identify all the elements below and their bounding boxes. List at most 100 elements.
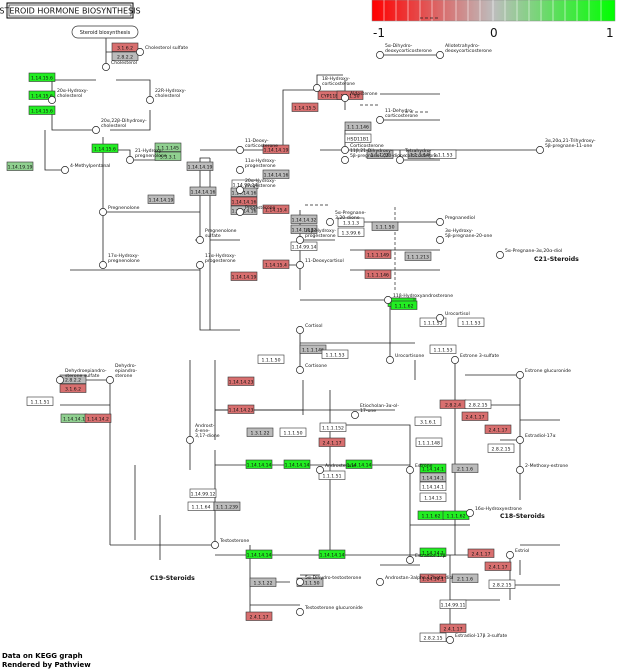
enzyme-node[interactable]: 1.14.99.11 xyxy=(439,599,467,609)
enzyme-node[interactable]: 1.1.1.146 xyxy=(364,269,392,279)
compound-node[interactable]: Estrone 3-sulfate xyxy=(451,353,499,364)
enzyme-node[interactable]: 1.14.14.1 xyxy=(60,413,88,423)
compound-node[interactable]: Dehydro-epiandro-sterone xyxy=(106,363,137,384)
enzyme-node[interactable]: 1.14.14.1 xyxy=(419,573,447,583)
enzyme-node[interactable]: 1.1.1.51 xyxy=(26,396,54,406)
enzyme-node[interactable]: 2.1.1.6 xyxy=(451,463,479,473)
enzyme-node[interactable]: 1.14.14.19 xyxy=(147,194,175,204)
enzyme-node[interactable]: 1.3.1.22 xyxy=(246,427,274,437)
compound-node[interactable]: Aldosterone xyxy=(341,91,378,102)
enzyme-node[interactable]: 1.1.1.146 xyxy=(299,344,327,354)
compound-node[interactable]: 17α-Hydroxy-pregnenolone xyxy=(99,253,140,269)
enzyme-node[interactable]: 1.1.1.152 xyxy=(319,422,347,432)
compound-node[interactable]: 22R-Hydroxy-cholesterol xyxy=(146,88,186,104)
enzyme-node[interactable]: 1.14.99.14 xyxy=(290,241,318,251)
compound-node[interactable]: Cortisol xyxy=(296,323,322,334)
enzyme-node[interactable]: 1.14.14.19 xyxy=(262,144,290,154)
enzyme-node[interactable]: 1.14.14.23 xyxy=(227,376,255,386)
compound-node[interactable]: 21-Hydroxy-pregnenolone xyxy=(126,148,167,164)
enzyme-node[interactable]: 2.8.2.15 xyxy=(464,399,492,409)
compound-node[interactable]: 18-Hydroxy-corticosterone xyxy=(313,76,355,92)
compound-node[interactable]: 11-Dehydro-corticosterone xyxy=(376,108,418,124)
enzyme-node[interactable]: 1.14.15.6 xyxy=(28,105,56,115)
enzyme-node[interactable]: 1.14.14.14 xyxy=(345,459,373,469)
compound-node[interactable]: Steroid biosynthesis xyxy=(71,25,139,39)
compound-node[interactable]: 20α-Hydroxy-cholesterol xyxy=(48,88,88,104)
enzyme-node[interactable]: 1.14.14.14 xyxy=(318,549,346,559)
compound-node[interactable]: Tetrahydro-corticosterone xyxy=(396,148,438,164)
compound-node[interactable]: Testosterone glucuronide xyxy=(296,605,363,616)
compound-node[interactable]: 5α-Dihydro-testosterone xyxy=(296,575,361,586)
compound-node[interactable]: Estradiol-17α xyxy=(516,433,556,444)
compound-node[interactable]: 20α,22β-Dihydroxy-cholesterol xyxy=(92,118,147,134)
enzyme-node[interactable]: 1.14.14.23 xyxy=(227,404,255,414)
compound-node[interactable]: 2-Methoxy-estrone xyxy=(516,463,568,474)
enzyme-node[interactable]: 1.14.15.6 xyxy=(28,72,56,82)
compound-node[interactable]: Estradiol-17β xyxy=(406,553,446,564)
enzyme-node[interactable]: 1.14.14.14 xyxy=(245,549,273,559)
enzyme-node[interactable]: 1.1.1.51 xyxy=(318,470,346,480)
enzyme-node[interactable]: 2.8.2.15 xyxy=(419,632,447,642)
enzyme-node[interactable]: 2.8.2.15 xyxy=(487,443,515,453)
compound-node[interactable]: Pregnanediol xyxy=(436,215,475,226)
enzyme-node[interactable]: 1.14.14.16 xyxy=(189,186,217,196)
compound-node[interactable]: 11-Deoxy-corticosterone xyxy=(236,138,278,154)
compound-node[interactable]: 11α-Hydroxy-progesterone xyxy=(236,158,276,174)
compound-node[interactable]: Estrone xyxy=(406,463,433,474)
enzyme-node[interactable]: 1.14.15.6 xyxy=(28,90,56,100)
enzyme-node[interactable]: 1.1.1.50 xyxy=(336,90,364,100)
enzyme-node[interactable]: 1.1.1.53 xyxy=(419,317,447,327)
enzyme-node[interactable]: 2.4.1.17 xyxy=(467,548,495,558)
compound-node[interactable]: Dehydroepiandro-sterone sulfate xyxy=(56,368,107,384)
compound-node[interactable]: Estrone glucuronide xyxy=(516,368,571,379)
enzyme-node[interactable]: 5.3.3.1 xyxy=(154,151,182,161)
enzyme-node[interactable]: 2.8.2.2 xyxy=(111,51,139,61)
enzyme-node[interactable]: 1.1.1.62 xyxy=(417,510,445,520)
enzyme-node[interactable]: 1.1.1.53 xyxy=(429,149,457,159)
compound-node[interactable]: Androst-4-ene-3,17-dione xyxy=(186,423,220,444)
enzyme-node[interactable]: 1.1.1.239 xyxy=(213,501,241,511)
enzyme-node[interactable]: 1.1.1.64 xyxy=(187,501,215,511)
enzyme-node[interactable]: 1.14.14.14 xyxy=(245,459,273,469)
enzyme-node[interactable]: 3.1.6.2 xyxy=(111,42,139,52)
enzyme-node[interactable]: 1.1.1.145 xyxy=(154,142,182,152)
compound-node[interactable]: Androstan-3alpha,17beta-diol xyxy=(376,575,453,586)
enzyme-node[interactable]: 1.1.1.50 xyxy=(371,221,399,231)
enzyme-node[interactable]: 1.1.1.62 xyxy=(390,300,418,310)
enzyme-node[interactable]: 1.14.14.2 xyxy=(84,413,112,423)
compound-node[interactable]: Estriol xyxy=(506,548,529,559)
compound-node[interactable]: Cholesterol sulfate xyxy=(136,45,188,56)
enzyme-node[interactable]: 1.14.14.1 xyxy=(419,547,447,557)
enzyme-node[interactable]: 1.14.14.16 xyxy=(230,205,258,215)
compound-node[interactable]: 5α-Dihydro-deoxycorticosterone xyxy=(376,43,432,59)
enzyme-node[interactable]: 1.3.1.3 xyxy=(337,217,365,227)
compound-node[interactable]: Estradiol-17β 3-sulfate xyxy=(446,633,507,644)
enzyme-node[interactable]: 1.14.15.4 xyxy=(262,204,290,214)
enzyme-node[interactable]: 1.1.1.213 xyxy=(404,251,432,261)
compound-node[interactable]: 11β,21-Dihydroxy-5β-pregnane-3,20-dione xyxy=(341,148,406,164)
enzyme-node[interactable]: 3.1.6.1 xyxy=(414,416,442,426)
enzyme-node[interactable]: 2.1.1.6 xyxy=(451,573,479,583)
compound-node[interactable]: Etiocholan-3α-ol-17-one xyxy=(351,403,399,419)
enzyme-node[interactable]: 1.1.1.53 xyxy=(457,317,485,327)
enzyme-node[interactable]: 1.14.14.1 xyxy=(419,481,447,491)
compound-node[interactable]: Allotetrahydro-deoxycorticosterone xyxy=(436,43,492,59)
enzyme-node[interactable]: 2.4.1.17 xyxy=(439,623,467,633)
enzyme-node[interactable]: 2.4.1.17 xyxy=(484,561,512,571)
compound-node[interactable]: 3α,20α,21-Trihydroxy-5β-pregnane-11-one xyxy=(536,138,596,154)
enzyme-node[interactable]: 1.14.99.12 xyxy=(189,488,217,498)
compound-node[interactable]: 3α-Hydroxy-5β-pregnane-20-one xyxy=(436,228,492,244)
enzyme-node[interactable]: 1.3.1.22 xyxy=(249,577,277,587)
compound-node[interactable]: 17α-Hydroxy-progesterone xyxy=(196,253,236,269)
enzyme-node[interactable]: 1.1.1.148 xyxy=(415,437,443,447)
enzyme-node[interactable]: 1.1.1.50 xyxy=(366,149,394,159)
enzyme-node[interactable]: 2.4.1.17 xyxy=(461,411,489,421)
enzyme-node[interactable]: 1.1.1.50 xyxy=(257,354,285,364)
enzyme-node[interactable]: HSD11B1 xyxy=(344,133,372,143)
enzyme-node[interactable]: 2.8.2.15 xyxy=(488,579,516,589)
enzyme-node[interactable]: 1.14.14.32 xyxy=(290,214,318,224)
compound-node[interactable]: Cortisone xyxy=(296,363,327,374)
enzyme-node[interactable]: 1.14.14.16 xyxy=(262,169,290,179)
enzyme-node[interactable]: 1.1.1.146 xyxy=(344,121,372,131)
